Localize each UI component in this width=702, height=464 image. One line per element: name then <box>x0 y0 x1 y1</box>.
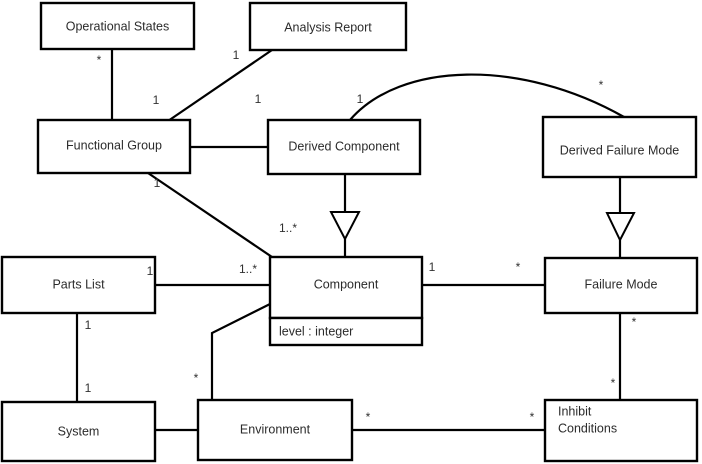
multiplicity-functional-group-bottom: 1 <box>154 176 161 190</box>
multiplicity-operational-states: * <box>97 53 102 67</box>
multiplicity-parts-list-right: 1 <box>147 264 154 278</box>
class-node-failure-mode[interactable]: Failure Mode <box>543 256 699 315</box>
multiplicity-parts-list-bottom: 1 <box>85 318 92 332</box>
class-node-inhibit-conditions[interactable]: Inhibit Conditions <box>543 398 699 463</box>
class-name-environment: Environment <box>240 422 311 436</box>
class-name-inhibit-conditions-line1: Inhibit <box>558 404 592 418</box>
class-node-parts-list[interactable]: Parts List <box>0 255 157 315</box>
multiplicity-component-left: 1..* <box>239 262 257 276</box>
class-attributes-box-component[interactable] <box>268 316 424 347</box>
class-node-environment[interactable]: Environment <box>196 398 354 462</box>
class-name-failure-mode: Failure Mode <box>585 277 658 291</box>
multiplicity-component-topleft: 1..* <box>279 221 297 235</box>
class-name-derived-failure-mode: Derived Failure Mode <box>560 143 680 157</box>
class-name-operational-states: Operational States <box>66 19 170 33</box>
class-name-derived-component: Derived Component <box>288 139 400 153</box>
multiplicity-system-top: 1 <box>85 381 92 395</box>
class-name-inhibit-conditions-line2: Conditions <box>558 421 617 435</box>
class-box-inhibit-conditions[interactable] <box>543 398 699 463</box>
multiplicity-inhibit-conditions-left: * <box>530 410 535 424</box>
generalization-triangle-failure-mode <box>605 212 636 243</box>
multiplicity-arc-derived-component: 1 <box>357 92 364 106</box>
class-node-derived-component[interactable]: Derived Component <box>266 118 422 176</box>
class-node-functional-group[interactable]: Functional Group <box>36 118 192 175</box>
multiplicity-derived-component-left: 1 <box>255 92 262 106</box>
multiplicity-environment-right: * <box>366 410 371 424</box>
class-node-derived-failure-mode[interactable]: Derived Failure Mode <box>541 115 698 179</box>
multiplicity-environment-component: * <box>194 371 199 385</box>
class-node-system[interactable]: System <box>0 400 157 463</box>
class-name-system: System <box>58 424 100 438</box>
class-box-derived-component[interactable] <box>266 118 422 176</box>
class-box-environment[interactable] <box>196 398 354 462</box>
class-name-analysis-report: Analysis Report <box>284 20 372 34</box>
class-node-component[interactable]: Component level : integer <box>268 255 424 347</box>
association-functional-group-analysis-report[interactable] <box>167 49 273 122</box>
class-box-analysis-report[interactable] <box>248 1 408 52</box>
class-box-functional-group[interactable] <box>36 118 192 175</box>
class-node-analysis-report[interactable]: Analysis Report <box>248 1 408 52</box>
multiplicity-functional-group-top: 1 <box>153 93 160 107</box>
class-attribute-component-level: level : integer <box>279 324 353 338</box>
association-derived-component-derived-failure-mode[interactable] <box>349 73 625 121</box>
multiplicity-failure-mode-bottom: * <box>632 315 637 329</box>
generalization-triangle-component <box>329 211 361 242</box>
class-node-operational-states[interactable]: Operational States <box>39 1 196 51</box>
multiplicity-inhibit-conditions-top: * <box>611 376 616 390</box>
multiplicity-functional-group-report: 1 <box>233 48 240 62</box>
class-name-component: Component <box>314 277 379 291</box>
multiplicity-arc-derived-failure-mode: * <box>599 78 604 92</box>
class-box-component[interactable] <box>268 255 424 320</box>
class-name-parts-list: Parts List <box>52 277 105 291</box>
class-box-derived-failure-mode[interactable] <box>541 115 698 179</box>
association-functional-group-component[interactable] <box>147 172 273 258</box>
association-component-environment[interactable] <box>210 302 273 400</box>
class-name-functional-group: Functional Group <box>66 138 162 152</box>
multiplicity-failure-mode-left: * <box>516 260 521 274</box>
class-box-system[interactable] <box>0 400 157 463</box>
class-box-failure-mode[interactable] <box>543 256 699 315</box>
class-box-operational-states[interactable] <box>39 1 196 51</box>
multiplicity-component-right: 1 <box>429 260 436 274</box>
class-box-parts-list[interactable] <box>0 255 157 315</box>
